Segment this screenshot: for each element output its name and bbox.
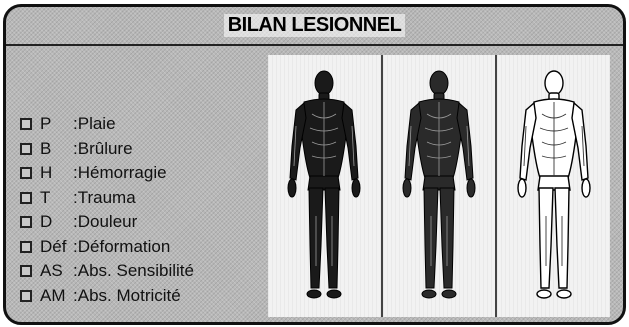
checkbox-brulure[interactable] [20, 143, 32, 155]
body-part[interactable] [315, 71, 333, 95]
legend-code: H [40, 163, 73, 183]
form-header: BILAN LESIONNEL [6, 7, 623, 46]
legend-item-brulure[interactable]: B : Brûlure [20, 137, 270, 162]
legend-code: T [40, 188, 73, 208]
legend-code: D [40, 212, 73, 232]
checkbox-plaie[interactable] [20, 118, 32, 130]
legend-item-deformation[interactable]: Déf : Déformation [20, 235, 270, 260]
legend-item-plaie[interactable]: P : Plaie [20, 112, 270, 137]
body-part[interactable] [518, 179, 526, 197]
legend-meaning: Douleur [78, 212, 138, 232]
body-part[interactable] [467, 179, 475, 197]
body-part[interactable] [352, 179, 360, 197]
legend-item-trauma[interactable]: T : Trauma [20, 186, 270, 211]
legend-meaning: Abs. Motricité [78, 286, 181, 306]
body-part[interactable] [557, 290, 571, 298]
body-figure-cell[interactable] [268, 55, 381, 317]
injury-legend: P : Plaie B : Brûlure H : Hémorragie T :… [20, 112, 270, 308]
checkbox-abs-motricite[interactable] [20, 290, 32, 302]
body-part[interactable] [288, 179, 296, 197]
form-title: BILAN LESIONNEL [224, 14, 406, 37]
body-part[interactable] [582, 179, 590, 197]
legend-meaning: Plaie [78, 114, 116, 134]
body-part[interactable] [422, 290, 436, 298]
body-part[interactable] [537, 290, 551, 298]
checkbox-trauma[interactable] [20, 192, 32, 204]
body-figure[interactable] [504, 66, 604, 306]
body-figure[interactable] [274, 66, 374, 306]
legend-meaning: Brûlure [78, 139, 133, 159]
legend-code: B [40, 139, 73, 159]
body-part[interactable] [545, 71, 563, 95]
legend-meaning: Hémorragie [78, 163, 167, 183]
legend-meaning: Trauma [78, 188, 136, 208]
legend-item-hemorragie[interactable]: H : Hémorragie [20, 161, 270, 186]
legend-code: AM [40, 286, 73, 306]
legend-item-abs-motricite[interactable]: AM : Abs. Motricité [20, 284, 270, 309]
legend-code: AS [40, 261, 73, 281]
legend-item-douleur[interactable]: D : Douleur [20, 210, 270, 235]
body-part[interactable] [403, 179, 411, 197]
body-part[interactable] [430, 71, 448, 95]
checkbox-deformation[interactable] [20, 241, 32, 253]
legend-code: Déf [40, 237, 73, 257]
checkbox-abs-sensibilite[interactable] [20, 265, 32, 277]
body-part[interactable] [442, 290, 456, 298]
body-figure-cell[interactable] [381, 55, 496, 317]
body-diagram-panel [268, 55, 610, 317]
legend-meaning: Déformation [78, 237, 171, 257]
legend-code: P [40, 114, 73, 134]
body-figure-cell[interactable] [495, 55, 610, 317]
legend-item-abs-sensibilite[interactable]: AS : Abs. Sensibilité [20, 259, 270, 284]
body-part[interactable] [327, 290, 341, 298]
legend-meaning: Abs. Sensibilité [78, 261, 194, 281]
injury-assessment-form: BILAN LESIONNEL P : Plaie B : Brûlure H … [3, 4, 626, 325]
body-part[interactable] [307, 290, 321, 298]
checkbox-douleur[interactable] [20, 216, 32, 228]
body-figure[interactable] [389, 66, 489, 306]
checkbox-hemorragie[interactable] [20, 167, 32, 179]
